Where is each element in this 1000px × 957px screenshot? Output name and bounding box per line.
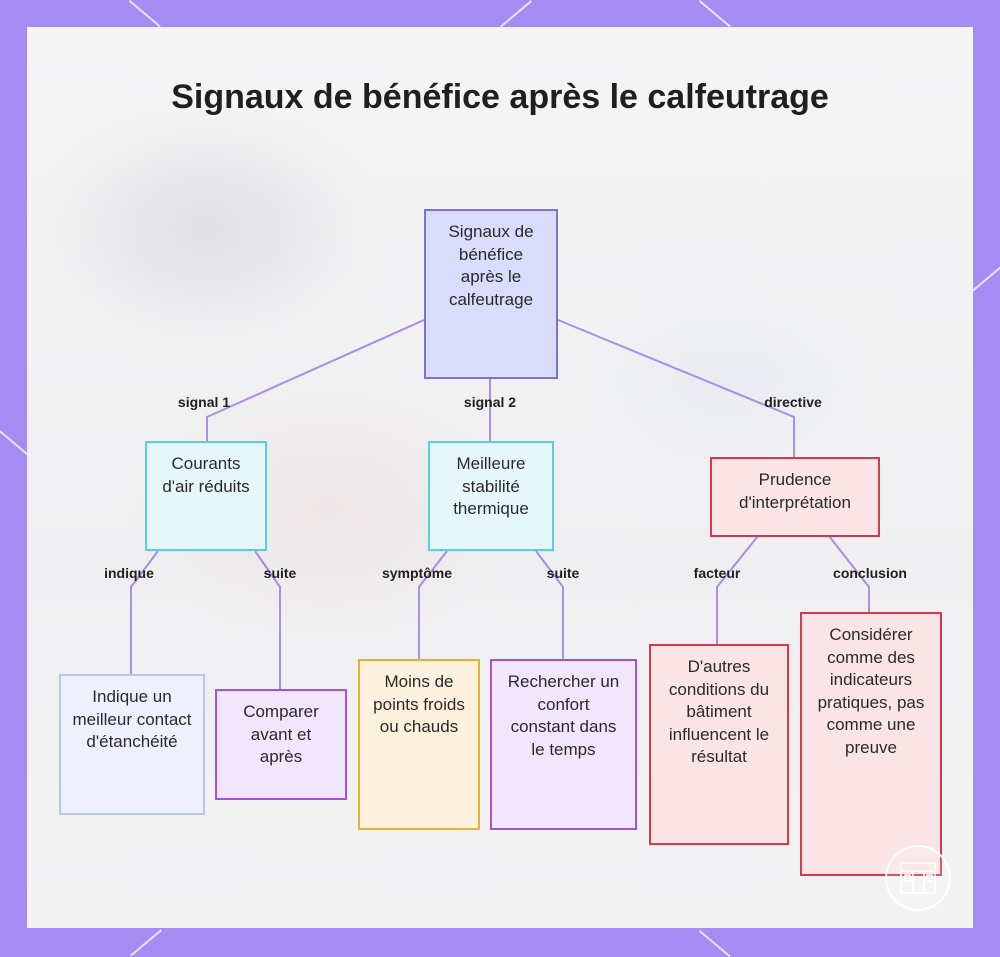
title-text: Signaux de bénéfice après le calfeutrage: [171, 78, 829, 116]
edge-label-indique: indique: [104, 565, 154, 581]
node-indique: Indique un meilleur contact d'étanchéité: [59, 674, 205, 815]
node-stabilite-label: Meilleure stabilité thermique: [453, 454, 529, 518]
node-moins-label: Moins de points froids ou chauds: [373, 672, 465, 736]
diagram-panel: Signaux de bénéfice après le calfeutrage…: [27, 27, 973, 928]
frame-decoration: [698, 930, 731, 957]
link-suite1: [254, 550, 281, 689]
building-logo-icon: [885, 845, 951, 911]
node-stabilite: Meilleure stabilité thermique: [428, 441, 554, 551]
node-autres: D'autres conditions du bâtiment influenc…: [649, 644, 789, 845]
edge-label-signal1: signal 1: [177, 394, 231, 410]
frame-decoration: [130, 929, 162, 957]
link-indique: [130, 550, 159, 674]
building-logo-icon-svg: [900, 862, 936, 894]
node-root: Signaux de bénéfice après le calfeutrage: [424, 209, 558, 379]
frame-decoration: [698, 0, 731, 28]
node-moins: Moins de points froids ou chauds: [358, 659, 480, 830]
link-symptome: [418, 550, 448, 659]
edge-label-suite1: suite: [263, 565, 297, 581]
node-root-label: Signaux de bénéfice après le calfeutrage: [448, 222, 534, 309]
link-signal1: [206, 319, 425, 441]
edge-label-symptome: symptôme: [381, 565, 453, 581]
node-considerer-label: Considérer comme des indicateurs pratiqu…: [817, 625, 925, 757]
node-prudence-label: Prudence d'interprétation: [739, 470, 851, 512]
node-courants-label: Courants d'air réduits: [162, 454, 250, 496]
node-considerer: Considérer comme des indicateurs pratiqu…: [800, 612, 942, 876]
node-comparer-label: Comparer avant et après: [243, 702, 319, 766]
node-prudence: Prudence d'interprétation: [710, 457, 880, 537]
diagram-title: Signaux de bénéfice après le calfeutrage: [27, 75, 973, 119]
node-comparer: Comparer avant et après: [215, 689, 347, 800]
node-autres-label: D'autres conditions du bâtiment influenc…: [668, 657, 770, 766]
frame-decoration: [972, 264, 1000, 292]
link-facteur: [716, 535, 759, 644]
link-directive: [557, 319, 795, 457]
link-suite2: [535, 550, 564, 659]
node-indique-label: Indique un meilleur contact d'étanchéité: [72, 687, 192, 751]
edge-label-suite2: suite: [546, 565, 580, 581]
edge-label-signal2: signal 2: [463, 394, 517, 410]
frame-decoration: [128, 0, 161, 28]
edge-label-conclusion: conclusion: [833, 565, 907, 581]
connector-lines: [130, 319, 870, 689]
edge-label-directive: directive: [764, 394, 822, 410]
node-courants: Courants d'air réduits: [145, 441, 267, 551]
node-rechercher: Rechercher un confort constant dans le t…: [490, 659, 637, 830]
edge-label-facteur: facteur: [693, 565, 741, 581]
frame-decoration: [500, 0, 532, 28]
link-conclusion: [828, 535, 870, 612]
node-rechercher-label: Rechercher un confort constant dans le t…: [507, 672, 620, 759]
